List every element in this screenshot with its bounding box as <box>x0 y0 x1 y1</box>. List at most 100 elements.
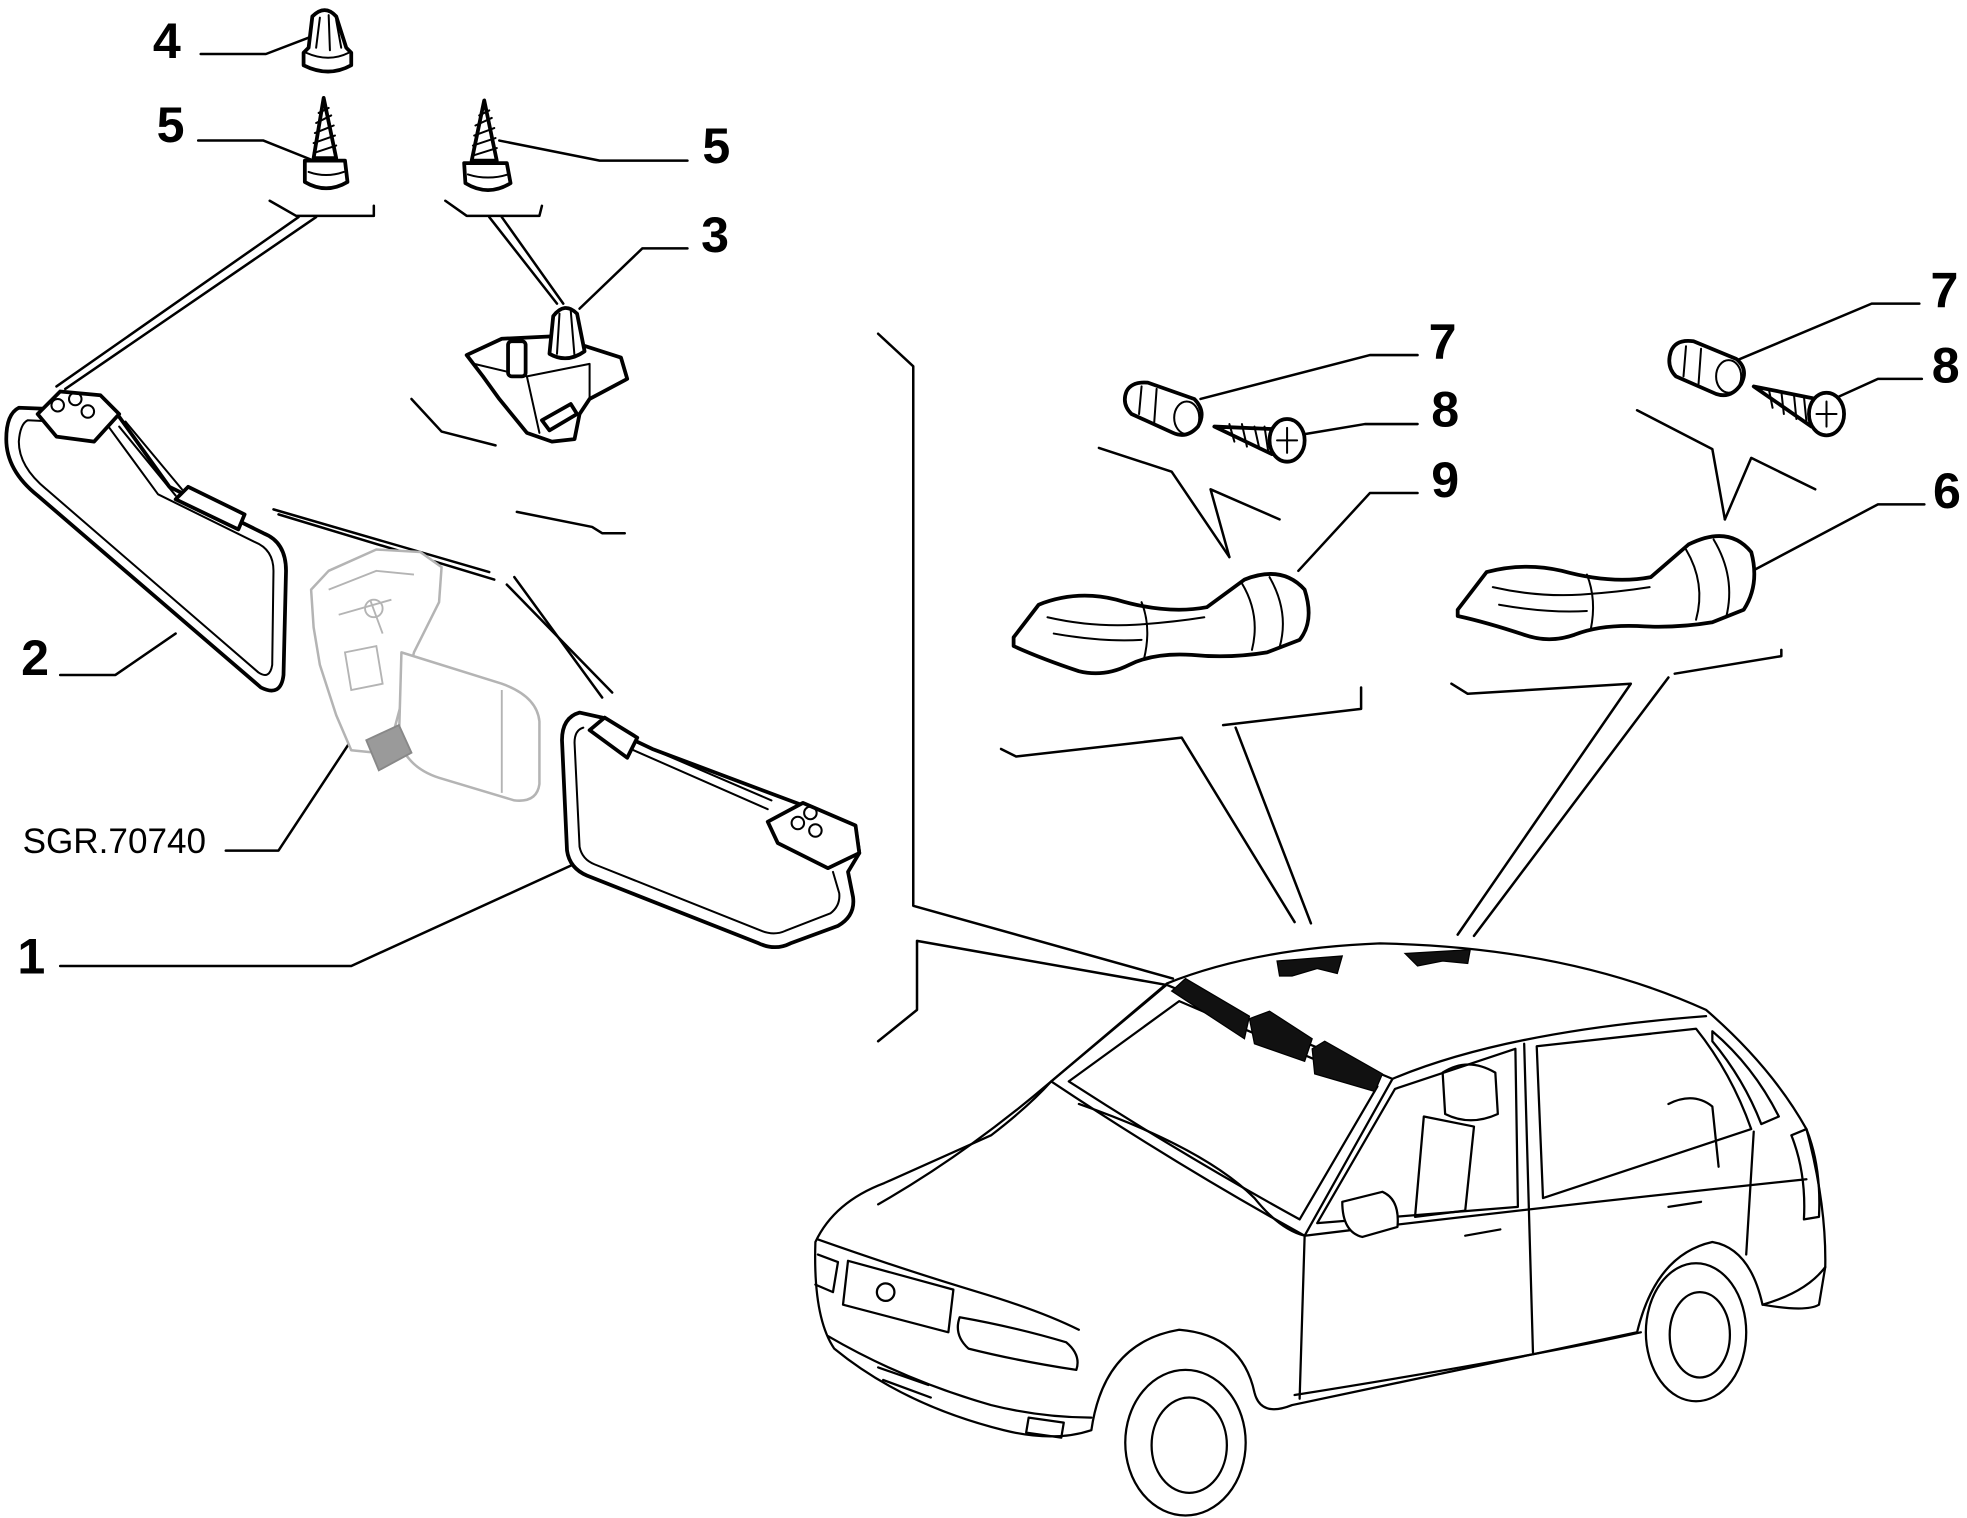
callout-4: 4 <box>153 13 181 69</box>
rear-seat <box>1667 1097 1720 1168</box>
callout-5-right: 5 <box>702 118 730 174</box>
plug-rib <box>1682 345 1703 385</box>
handle-right-mount-mark <box>1403 949 1471 967</box>
sun-visor-part-1 <box>560 710 862 950</box>
visor-inner-edge <box>573 726 841 935</box>
mirror-mount-mark <box>1248 1010 1313 1063</box>
assembly-line <box>1635 409 1727 521</box>
grab-handle-part-6 <box>1455 534 1757 642</box>
assembly-line <box>63 215 318 391</box>
car-illustration <box>814 942 1827 1517</box>
pad-stud <box>803 805 818 821</box>
assembly-line <box>272 508 491 574</box>
rear-side-window <box>1535 1027 1753 1200</box>
plug-body <box>1122 380 1204 437</box>
rear-light <box>1790 1127 1821 1221</box>
side-mirror <box>1341 1190 1399 1239</box>
callout-7-right: 7 <box>1930 262 1958 318</box>
plug-body <box>301 8 354 74</box>
rear-bumper <box>1761 1265 1827 1306</box>
visor-body <box>4 405 288 693</box>
plug-rib <box>1138 385 1158 426</box>
visor-rod <box>632 741 773 811</box>
leader-7-right <box>1736 302 1921 362</box>
sill-line <box>1293 1331 1642 1397</box>
screw-thread <box>1767 387 1808 423</box>
leader-sgr <box>224 738 353 852</box>
leader-8-left <box>1303 422 1419 436</box>
front-bumper <box>826 1334 1093 1419</box>
pad-stud <box>67 391 83 407</box>
handle-left-mount-mark <box>1276 955 1344 977</box>
reference-code: SGR.70740 <box>23 822 206 861</box>
door-handle <box>1464 1200 1703 1237</box>
visor-hinge <box>587 715 640 760</box>
callout-3: 3 <box>701 207 729 263</box>
assembly-bracket-left <box>268 199 376 218</box>
assembly-line <box>410 397 497 447</box>
rear-wheel <box>1644 1262 1748 1403</box>
front-wheel-hub <box>1150 1396 1228 1494</box>
plug-end <box>1173 400 1201 436</box>
screw-shank <box>469 98 499 163</box>
screw-part-5-right <box>462 98 513 192</box>
headlight <box>956 1316 1079 1372</box>
assembly-line <box>1209 488 1281 559</box>
assembly-line <box>999 736 1296 924</box>
front-door-edge <box>1298 1234 1306 1400</box>
pad-stud <box>808 823 823 838</box>
leader-5-right <box>498 139 689 162</box>
mirror-glass <box>397 651 541 802</box>
visor-body <box>560 710 862 950</box>
seat-headrest <box>1441 1063 1499 1122</box>
mirror-tab <box>365 723 413 772</box>
callout-5-left: 5 <box>157 97 185 153</box>
leader-9 <box>1297 491 1419 573</box>
plug-part-7-left <box>1122 380 1204 437</box>
hood-crease <box>876 1080 1306 1237</box>
headlight-left <box>814 1253 840 1294</box>
mirror-screw <box>364 598 384 619</box>
plug-part-7-right <box>1667 338 1746 398</box>
callout-9: 9 <box>1431 452 1459 508</box>
leader-8-right <box>1837 377 1924 398</box>
callout-2: 2 <box>21 630 49 686</box>
leader-1 <box>58 864 573 968</box>
handle-end-cap <box>1240 576 1284 651</box>
callout-6: 6 <box>1933 463 1961 519</box>
assembly-line <box>1472 676 1670 938</box>
handle-end-cap <box>1684 538 1731 621</box>
visor-left-mount-mark <box>1170 977 1251 1040</box>
screw-part-8-right <box>1751 384 1846 438</box>
assembly-line <box>500 215 565 305</box>
clip-post <box>506 339 528 379</box>
pad-stud <box>50 397 65 413</box>
roof-edge <box>1391 1015 1708 1081</box>
assembly-line <box>1097 446 1231 559</box>
handle-end-cap <box>1140 601 1149 660</box>
screw-head-cross <box>1276 426 1299 454</box>
leader-2 <box>58 632 177 677</box>
visor-clip-part-3 <box>464 306 630 444</box>
plug-part-4 <box>301 8 354 74</box>
emblem <box>875 1282 896 1303</box>
pad-stud <box>790 815 806 831</box>
handle-end-cap <box>1585 573 1595 631</box>
assembly-line <box>55 215 300 388</box>
leader-6 <box>1751 503 1926 573</box>
clip-cone-rib <box>555 310 576 358</box>
visor-pivot-pad <box>35 389 122 444</box>
leader-7-left <box>1199 353 1419 401</box>
rear-wheel-hub <box>1668 1291 1732 1379</box>
assembly-line <box>277 513 496 581</box>
grille <box>841 1259 955 1334</box>
screw-head-slot <box>466 173 510 179</box>
sun-visor-part-2 <box>4 389 288 693</box>
handle-grip-line <box>1491 586 1651 613</box>
visor-hinge <box>173 484 247 532</box>
windshield-inner <box>1067 999 1379 1221</box>
plug-body <box>1667 338 1746 398</box>
clip-pin <box>540 402 579 433</box>
windshield <box>1050 983 1394 1237</box>
